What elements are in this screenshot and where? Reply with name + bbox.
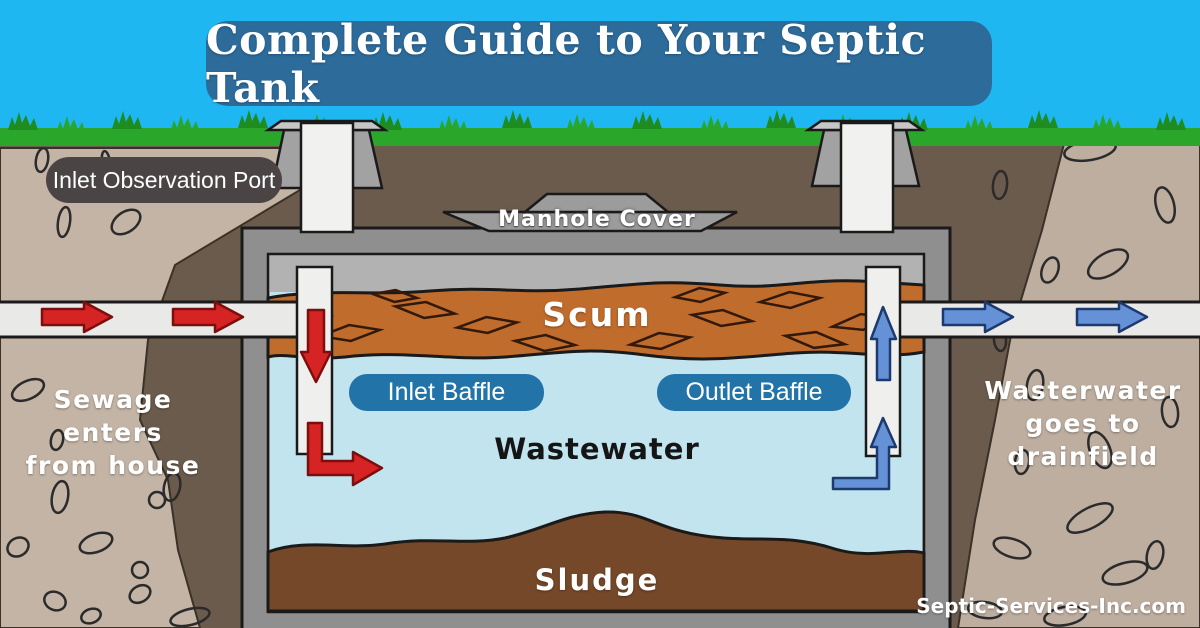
manhole-cover-bump: [521, 192, 672, 214]
outflow-arrow-right-icon: [941, 300, 1015, 334]
observation-port-label: Inlet Observation Port: [52, 166, 276, 193]
inlet-flow-line2: enters: [63, 418, 163, 447]
sludge-label: Sludge: [534, 563, 660, 597]
port-riser-pipe: [839, 121, 895, 234]
observation-port-right: [803, 119, 927, 234]
outlet-flow-line1: Wasterwater: [984, 376, 1182, 405]
soil-light-right: [956, 139, 1200, 628]
observation-port-left: [263, 119, 390, 234]
wastewater-label: Wastewater: [494, 432, 700, 466]
page-title: Complete Guide to Your Septic Tank: [206, 15, 927, 112]
outlet-baffle-label: Outlet Baffle: [685, 378, 823, 406]
inlet-baffle-label: Inlet Baffle: [387, 378, 506, 406]
outflow-arrow-elbow-icon: [831, 416, 898, 491]
outlet-flow-line2: goes to: [1025, 409, 1141, 438]
outlet-flow-note: Wasterwater goes to drainfield: [972, 374, 1194, 473]
observation-port-callout: Inlet Observation Port: [46, 157, 282, 203]
inlet-flow-line3: from house: [25, 451, 201, 480]
inflow-arrow-down-icon: [299, 308, 333, 384]
outflow-arrow-up-icon: [869, 305, 898, 382]
port-riser-pipe: [299, 121, 355, 234]
manhole-cover-label: Manhole Cover: [498, 207, 696, 232]
outflow-arrow-right-icon: [1075, 300, 1149, 334]
inlet-flow-note: Sewage enters from house: [13, 383, 213, 482]
outlet-flow-line3: drainfield: [1007, 442, 1159, 471]
inflow-arrow-elbow-icon: [306, 421, 384, 487]
outlet-baffle-callout: Outlet Baffle: [657, 374, 851, 411]
inlet-baffle-callout: Inlet Baffle: [349, 374, 544, 411]
inlet-flow-line1: Sewage: [53, 385, 173, 414]
rocks-right: [966, 137, 1180, 627]
sludge-layer: [266, 510, 926, 613]
scum-label: Scum: [542, 295, 652, 334]
inflow-arrow-right-icon: [171, 300, 245, 334]
title-banner: Complete Guide to Your Septic Tank: [206, 16, 992, 112]
inflow-arrows: [40, 300, 384, 487]
website-credit: Septic-Services-Inc.com: [916, 594, 1186, 618]
outflow-arrows: [831, 300, 1149, 491]
inflow-arrow-right-icon: [40, 300, 114, 334]
